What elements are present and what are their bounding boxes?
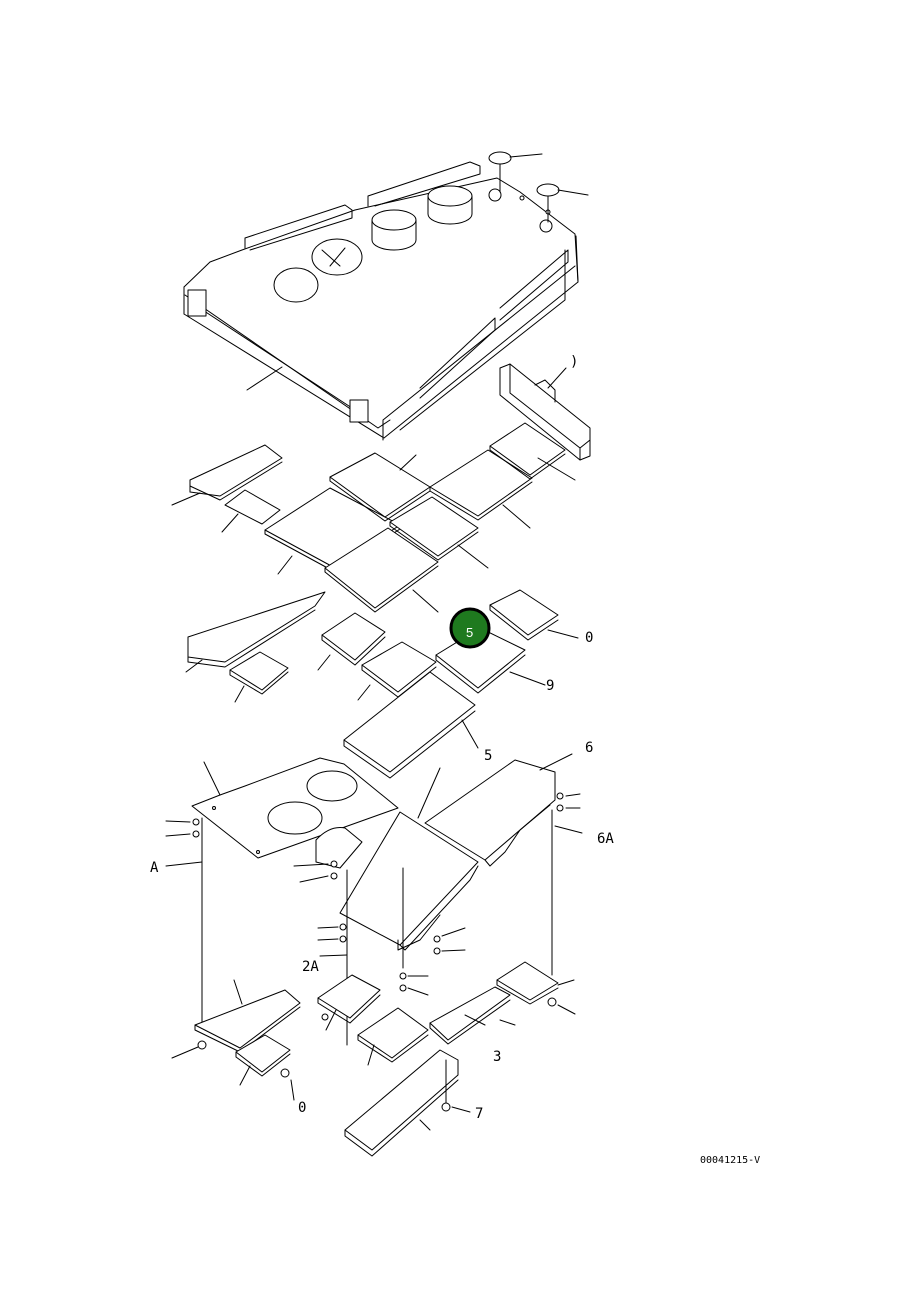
lower-panels: 3 7 0 xyxy=(171,961,576,1157)
highlighted-callout[interactable]: 5 xyxy=(449,607,491,649)
callout-c2: 0 xyxy=(585,630,593,646)
callout-c1: ) xyxy=(570,354,578,370)
callout-c7: A xyxy=(150,860,159,876)
callout-marker-circle[interactable] xyxy=(449,607,491,649)
callout-c11: 0 xyxy=(298,1100,306,1116)
side-block: ) xyxy=(499,354,591,461)
callout-c9: 3 xyxy=(493,1049,501,1065)
callout-c3: 9 xyxy=(546,678,554,694)
drawing-code: 00041215-V xyxy=(700,1155,760,1166)
upper-insulation-panels xyxy=(171,422,576,613)
floor-frame: 6 6A A 2A xyxy=(150,740,614,1046)
callout-c5: 6 xyxy=(585,740,593,756)
callout-c8: 2A xyxy=(302,959,319,975)
top-cover xyxy=(183,151,589,441)
callout-c10: 7 xyxy=(475,1106,483,1122)
callout-c6: 6A xyxy=(597,831,614,847)
middle-insulation-panels: 0 9 5 xyxy=(185,589,593,779)
callout-c4: 5 xyxy=(484,748,492,764)
callout-marker-label[interactable]: 5 xyxy=(466,625,473,640)
